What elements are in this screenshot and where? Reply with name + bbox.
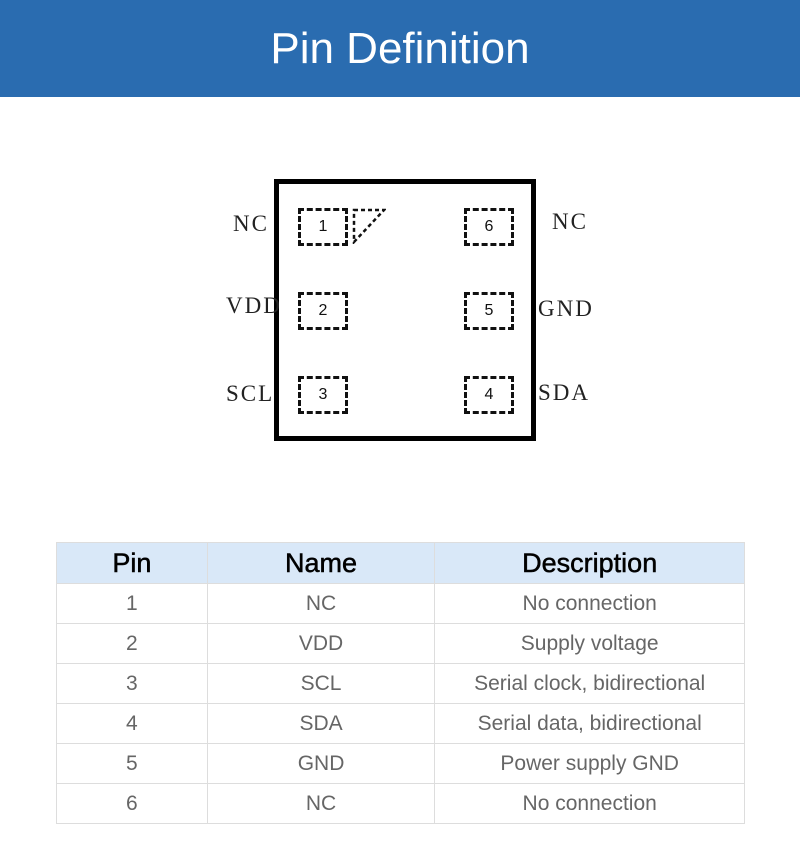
pin-label-4: SDA bbox=[538, 380, 591, 405]
cell-name: SDA bbox=[206, 703, 436, 744]
pin1-marker-icon bbox=[352, 208, 386, 244]
cell-pin: 6 bbox=[56, 783, 208, 824]
pin-label-1: NC bbox=[233, 211, 269, 236]
pin-label-5: GND bbox=[538, 296, 594, 321]
cell-pin: 3 bbox=[56, 663, 208, 704]
cell-description: Supply voltage bbox=[434, 623, 745, 664]
pad-1: 1 bbox=[298, 208, 348, 246]
header-pin: Pin bbox=[56, 542, 208, 584]
cell-pin: 5 bbox=[56, 743, 208, 784]
cell-name: GND bbox=[206, 743, 436, 784]
table-header-row: Pin Name Description bbox=[56, 542, 745, 584]
cell-name: SCL bbox=[206, 663, 436, 704]
cell-description: No connection bbox=[434, 583, 745, 624]
pad-4: 4 bbox=[464, 376, 514, 414]
cell-description: Serial data, bidirectional bbox=[434, 703, 745, 744]
pad-2: 2 bbox=[298, 292, 348, 330]
pin-label-3: SCL bbox=[226, 381, 275, 406]
cell-pin: 4 bbox=[56, 703, 208, 744]
cell-name: NC bbox=[206, 583, 436, 624]
pin-label-2: VDD bbox=[226, 293, 282, 318]
cell-pin: 1 bbox=[56, 583, 208, 624]
cell-pin: 2 bbox=[56, 623, 208, 664]
cell-description: Serial clock, bidirectional bbox=[434, 663, 745, 704]
cell-name: NC bbox=[206, 783, 436, 824]
header-name: Name bbox=[206, 542, 436, 584]
cell-description: No connection bbox=[434, 783, 745, 824]
pin-label-6: NC bbox=[552, 209, 588, 234]
page-title: Pin Definition bbox=[0, 0, 800, 97]
chip-outline bbox=[274, 179, 536, 441]
header-description: Description bbox=[434, 542, 745, 584]
cell-description: Power supply GND bbox=[434, 743, 745, 784]
pad-6: 6 bbox=[464, 208, 514, 246]
cell-name: VDD bbox=[206, 623, 436, 664]
pad-3: 3 bbox=[298, 376, 348, 414]
pad-5: 5 bbox=[464, 292, 514, 330]
